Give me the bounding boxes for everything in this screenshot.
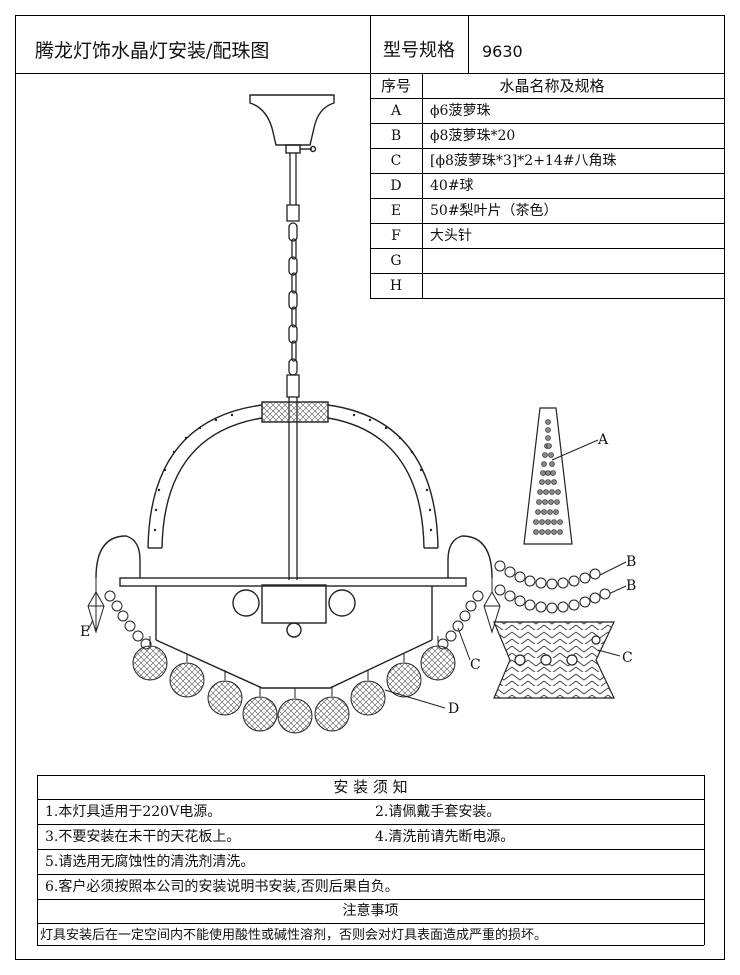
table-row-line <box>370 173 725 174</box>
label-b1: B <box>626 554 637 570</box>
row-a-desc: ϕ6菠萝珠 <box>430 103 491 119</box>
notes-row-line <box>37 824 704 825</box>
col-header-no: 序号 <box>380 77 411 95</box>
note-4: 4.清洗前请先断电源。 <box>375 829 515 845</box>
note-2: 2.请佩戴手套安装。 <box>375 804 501 820</box>
label-d: D <box>448 701 460 717</box>
leader-lines <box>87 439 627 709</box>
notes-bottom-line <box>37 945 704 946</box>
detail-a-strand <box>523 407 573 545</box>
model-divider <box>468 15 469 73</box>
row-f-desc: 大头针 <box>430 228 472 244</box>
row-b-desc: ϕ8菠萝珠*20 <box>430 128 516 144</box>
detail-c-panel <box>493 621 615 699</box>
note-5: 5.请选用无腐蚀性的清洗剂清洗。 <box>45 854 255 870</box>
label-c2: C <box>622 650 633 666</box>
header-divider <box>370 15 371 298</box>
notes-row-line <box>37 899 704 900</box>
row-c-id: C <box>390 153 402 169</box>
lamp-frame <box>95 535 493 689</box>
crystal-balls-d <box>132 636 456 734</box>
detail-b-strands <box>494 560 611 614</box>
note-1: 1.本灯具适用于220V电源。 <box>45 804 222 820</box>
row-g-id: G <box>390 253 402 269</box>
notes-heading: 安 装 须 知 <box>333 778 408 796</box>
row-h-id: H <box>389 278 403 294</box>
row-e-id: E <box>390 203 402 219</box>
parts-table-col-divider <box>422 73 423 298</box>
table-row-line <box>370 198 725 199</box>
page-title: 腾龙灯饰水晶灯安装/配珠图 <box>35 40 270 62</box>
model-label: 型号规格 <box>383 40 455 61</box>
row-d-id: D <box>390 178 402 194</box>
ceiling-canopy <box>249 94 335 154</box>
table-row-line <box>370 98 725 99</box>
row-e-desc: 50#梨叶片（茶色） <box>430 203 558 219</box>
note-3: 3.不要安装在未干的天花板上。 <box>45 829 241 845</box>
notes-top-line <box>37 775 704 776</box>
row-c-desc: [ϕ8菠萝珠*3]*2+14#八角珠 <box>430 153 617 169</box>
notes-row-line <box>37 874 704 875</box>
notes-left-line <box>37 775 38 945</box>
attention-text: 灯具安装后在一定空间内不能使用酸性或碱性溶剂，否则会对灯具表面造成严重的损坏。 <box>40 928 548 943</box>
table-row-line <box>370 223 725 224</box>
table-row-line <box>370 298 725 299</box>
row-b-id: B <box>390 128 402 144</box>
table-row-line <box>370 248 725 249</box>
notes-row-line <box>37 799 704 800</box>
notes-row-line <box>37 923 704 924</box>
col-header-desc: 水晶名称及规格 <box>499 77 605 95</box>
attention-heading: 注意事项 <box>342 903 399 919</box>
notes-row-line <box>37 849 704 850</box>
table-row-line <box>370 148 725 149</box>
upper-arch <box>147 401 439 549</box>
row-a-id: A <box>390 103 402 119</box>
suspension-chain <box>286 153 300 580</box>
label-a: A <box>598 432 609 448</box>
row-d-desc: 40#球 <box>430 178 474 194</box>
notes-right-line <box>704 775 705 945</box>
row-f-id: F <box>391 228 401 244</box>
note-6: 6.客户必须按照本公司的安装说明书安装,否则后果自负。 <box>45 879 399 895</box>
bead-strands-c <box>104 590 484 650</box>
label-e: E <box>80 624 91 640</box>
label-c1: C <box>470 657 481 673</box>
table-row-line <box>370 123 725 124</box>
label-b2: B <box>626 578 637 594</box>
table-row-line <box>370 273 725 274</box>
pendant-e <box>87 578 501 634</box>
model-value: 9630 <box>482 42 523 61</box>
